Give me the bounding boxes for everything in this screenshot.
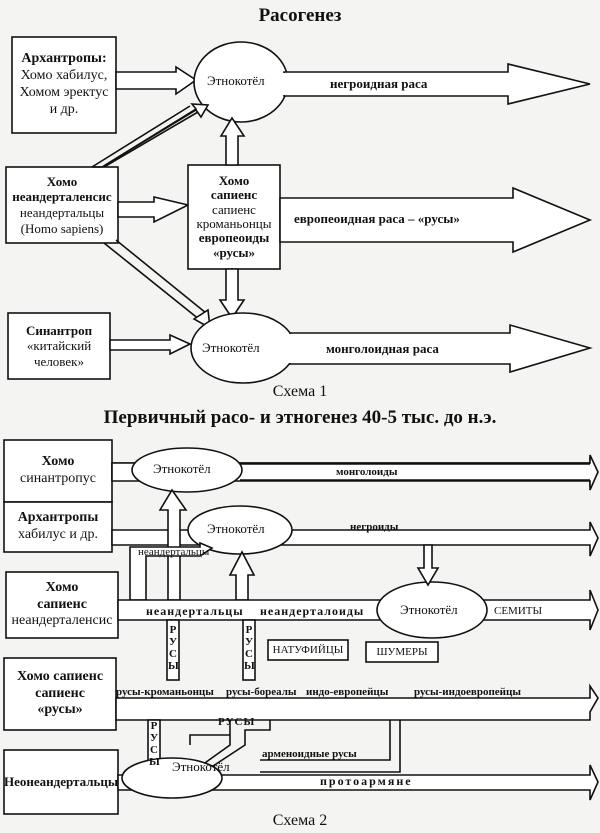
- s1-archanthropes-line4: и др.: [49, 101, 79, 117]
- s2-flow-armenoid-rus: арменоидные русы: [262, 748, 357, 760]
- s2-column-rus-2: [242, 619, 256, 681]
- s1-cauldron-top-label: Этнокотёл: [207, 73, 265, 88]
- s2-sap-line1: Хомо сапиенс: [16, 668, 104, 684]
- s2-flow-negroids: негроиды: [350, 521, 399, 533]
- s1-arrow-mongoloid: [289, 323, 593, 374]
- s1-nean-line4: (Homo sapiens): [20, 220, 104, 236]
- s2-label-neoneanderthals: Неонеандертальцы: [4, 750, 118, 814]
- s2-arrow-up-c1: [158, 488, 188, 601]
- s2-flow-neanderthals-small: неандертальцы: [138, 546, 210, 558]
- s1-output-europeoid: европеоидная раса – «русы»: [294, 211, 460, 226]
- s2-flow-rus-boreals: русы-бореалы: [226, 686, 297, 698]
- s1-box-sinanthropus: [7, 312, 111, 380]
- s2-cauldron-1-label: Этнокотёл: [153, 461, 211, 476]
- s1-arrow-nean-center: [117, 195, 191, 224]
- s2-box-sinanthropus: [3, 439, 113, 503]
- s1-nean-line1: Хомо: [46, 173, 78, 189]
- s1-sin-line3: человек»: [34, 353, 84, 369]
- s2-box-sapiens: [3, 657, 117, 731]
- s2-rus-vertical-1: Р У С Ы: [168, 624, 179, 673]
- s1-archanthropes-line3: Хомом эректус: [19, 85, 109, 100]
- s1-arrow-europeoid: [279, 186, 593, 254]
- s2-box-natufians: [267, 639, 349, 661]
- s2-sap-line2: сапиенс: [35, 685, 85, 701]
- s2-label-sapiens: Хомо сапиенс сапиенс «русы»: [4, 658, 116, 730]
- s2-box-neanderthalensis: [5, 571, 119, 639]
- s2-column-rus-1: [166, 619, 180, 681]
- s2-cauldron-3-label: Этнокотёл: [400, 602, 458, 617]
- s1-arrow-negroid: [283, 62, 591, 106]
- s2-flow-rus-indo-europeans: русы-индоевропейцы: [414, 686, 521, 698]
- s2-sap-line3: «русы»: [37, 702, 83, 718]
- s2-rus-vertical-3: Р У С Ы: [149, 720, 160, 769]
- s1-arrow-center-down: [218, 268, 246, 320]
- s2-box-sumerians-label: ШУМЕРЫ: [376, 646, 428, 658]
- s2-flow-indo-europeans: индо-европейцы: [306, 686, 389, 698]
- s1-center-line3: сапиенс: [212, 201, 256, 217]
- s1-title: Расогенез: [258, 5, 342, 26]
- s2-arrow-down-c3: [416, 544, 440, 587]
- s1-label-sinanthropus: Синантроп «китайский человек»: [8, 313, 110, 379]
- s2-flow-mongoloids: монголоиды: [336, 466, 398, 478]
- s2-neo-line1: Неонеандертальцы: [4, 774, 119, 790]
- s2-box-sumerians: [365, 641, 439, 663]
- s1-center-line6: «русы»: [212, 244, 256, 260]
- s2-nean-line1: Хомо: [45, 579, 79, 595]
- s1-caption: Схема 1: [272, 383, 328, 400]
- s2-nean-line2: сапиенс: [37, 596, 87, 612]
- s2-title: Первичный расо- и этногенез 40-5 тыс. до…: [103, 407, 497, 428]
- s1-archanthropes-line2: Хомо хабилус,: [20, 68, 108, 84]
- s2-label-neanderthalensis: Хомо сапиенс неандерталенсис: [6, 572, 118, 638]
- s2-rus-vertical-2: Р У С Ы: [244, 624, 255, 673]
- s2-cauldron-1: [131, 447, 243, 493]
- s2-flow-rus-cromagnons: русы-кроманьонцы: [116, 686, 214, 698]
- s1-nean-line2: неандерталенсис: [12, 189, 112, 205]
- s1-center-line1: Хомо: [218, 173, 250, 189]
- s2-cauldron-2: [187, 505, 293, 555]
- s1-sin-line1: Синантроп: [25, 322, 93, 338]
- s2-cauldron-2-label: Этнокотёл: [207, 521, 265, 536]
- s1-label-archanthropes: Архантропы: Хомо хабилус, Хомом эректус …: [12, 37, 116, 133]
- s1-arrow-archanthropes: [115, 65, 198, 96]
- s1-nean-line3: неандертальцы: [19, 205, 105, 220]
- s2-flow-rus-horizontal: РУСЫ: [218, 716, 256, 728]
- s1-cauldron-bottom-label: Этнокотёл: [202, 340, 260, 355]
- s2-flow-proto-armenians: протоармяне: [320, 774, 413, 788]
- s2-flow-neanderthals: неандертальцы: [146, 604, 244, 618]
- s2-sin-line2: синантропус: [20, 471, 96, 486]
- s1-center-line4: кроманьонцы: [196, 216, 272, 231]
- s2-cauldron-3: [376, 581, 488, 639]
- s2-cauldron-4: [121, 757, 223, 799]
- s2-nean-line3: неандерталенсис: [11, 613, 113, 629]
- s2-label-archanthropes: Архантропы хабилус и др.: [4, 502, 112, 552]
- s1-arrow-center-up: [219, 116, 246, 166]
- s2-flow-semites: СЕМИТЫ: [494, 605, 543, 617]
- s1-sin-line2: «китайский: [26, 338, 92, 354]
- s2-arrow-rus-indo-europeans: [115, 683, 599, 721]
- s1-label-center: Хомо сапиенс сапиенс кроманьонцы европео…: [188, 165, 280, 269]
- s2-arrow-neanderthals-small: [129, 541, 214, 601]
- s1-archanthropes-line1: Архантропы:: [21, 51, 107, 67]
- s1-output-mongoloid: монголоидная раса: [326, 341, 439, 356]
- s1-output-negroid: негроидная раса: [330, 76, 428, 91]
- s2-label-sinanthropus: Хомо синантропус: [4, 440, 112, 502]
- s2-caption: Схема 2: [272, 812, 328, 829]
- s1-box-archanthropes: [11, 36, 117, 134]
- s2-box-archanthropes: [3, 501, 113, 553]
- s2-flow-neanderthaloids: неандерталоиды: [260, 604, 365, 618]
- s2-arrow-up-c2: [228, 550, 256, 601]
- s1-center-line5: европеоиды: [198, 230, 270, 246]
- s1-center-line2: сапиенс: [210, 187, 258, 203]
- s2-box-natufians-label: НАТУФИЙЦЫ: [272, 644, 344, 656]
- s1-arrow-nean-top: [92, 103, 210, 168]
- s2-arch-line2: хабилус и др.: [18, 527, 98, 542]
- s1-arrow-sinanthropus: [109, 333, 192, 356]
- s2-arch-line1: Архантропы: [17, 510, 99, 526]
- s1-label-neanderthalensis: Хомо неандерталенсис неандертальцы (Homo…: [6, 167, 118, 243]
- s2-cauldron-4-label: Этнокотёл: [172, 759, 230, 774]
- s2-sin-line1: Хомо: [41, 454, 75, 470]
